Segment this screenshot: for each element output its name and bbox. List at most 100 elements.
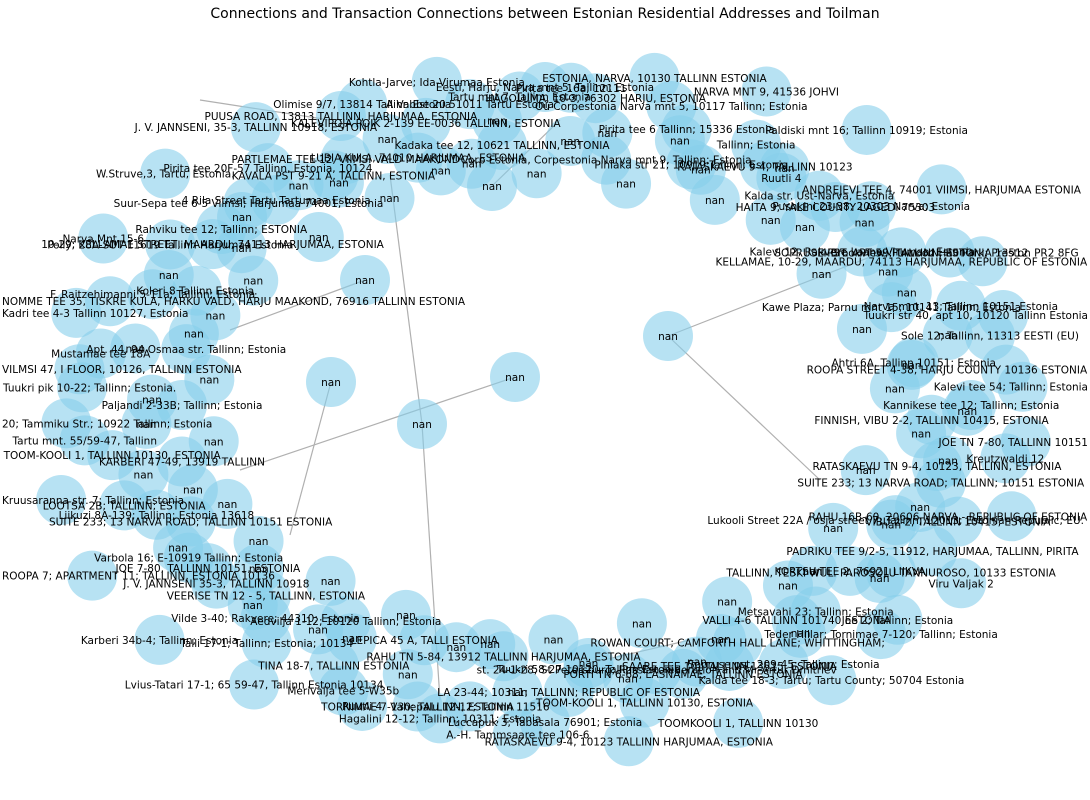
address-node[interactable] [36,475,87,526]
address-node[interactable] [157,380,208,430]
node-label: ANDREJEVI TEE 4, 74001 VIIMSI, HARJUMAA … [802,184,1082,196]
address-node[interactable] [825,545,876,596]
node-label: Ahtri 6A, Tallinn 10151; Estonia [831,357,996,369]
node-label: A Vabbe 20 51011 Tartu Estonia [386,99,554,111]
address-node[interactable] [756,152,807,203]
address-node[interactable] [856,609,907,660]
address-node[interactable] [689,174,740,225]
node-label: LA 23-44; 10311; TALLINN; REPUBLIC OF ES… [437,687,701,699]
address-node[interactable] [713,697,764,748]
address-node[interactable] [445,79,496,130]
address-node[interactable] [140,148,191,199]
address-node[interactable] [619,677,670,728]
address-node[interactable] [796,248,847,299]
address-node[interactable] [242,143,293,194]
hub-node[interactable] [490,352,540,402]
node-label: TORNIMAE 7-130; TALLINN; ESTONIA [320,702,515,714]
address-node[interactable] [320,134,371,185]
address-node[interactable] [666,139,717,190]
address-node[interactable] [704,640,755,691]
node-label: JOE TN 7-80, TALLINN 10151 [938,437,1088,449]
address-node[interactable] [400,97,451,148]
address-node[interactable] [758,639,809,690]
address-node[interactable] [907,526,958,577]
address-node[interactable] [494,71,545,122]
graph-title: Connections and Transaction Connections … [210,6,880,22]
address-node[interactable] [364,173,415,224]
address-node[interactable] [888,337,939,388]
address-node[interactable] [986,491,1037,542]
address-node[interactable] [229,659,280,710]
address-node[interactable] [616,598,667,649]
address-node[interactable] [916,164,967,215]
address-node[interactable] [980,433,1031,484]
address-node[interactable] [134,614,185,665]
address-node[interactable] [75,328,126,379]
address-node[interactable] [305,555,356,606]
address-node[interactable] [157,436,208,487]
address-node[interactable] [810,181,861,232]
address-node[interactable] [308,640,359,691]
address-node[interactable] [603,716,654,767]
address-node[interactable] [702,576,753,627]
address-node[interactable] [846,181,897,232]
address-node[interactable] [866,547,917,598]
address-node[interactable] [771,595,822,646]
address-node[interactable] [163,532,214,583]
address-node[interactable] [392,681,443,732]
address-node[interactable] [171,265,222,316]
node-label: Liikuzi 8A-139; Tallinn; Estonia 13618 [59,510,255,522]
node-label: KORTSU TEE 2, 76921 LIIKVA [775,566,927,578]
address-node[interactable] [806,655,857,706]
node-layer [36,52,1051,767]
address-node[interactable] [230,102,281,153]
address-node[interactable] [85,276,136,327]
address-node[interactable] [837,226,888,277]
address-node[interactable] [320,596,371,647]
address-node[interactable] [293,212,344,263]
address-node[interactable] [841,104,892,155]
address-node[interactable] [906,394,957,445]
address-node[interactable] [957,236,1008,287]
address-node[interactable] [399,615,450,666]
address-node[interactable] [997,361,1048,412]
address-node[interactable] [840,445,891,496]
address-node[interactable] [127,269,178,320]
hub-node[interactable] [397,399,447,449]
hub-node[interactable] [306,357,356,407]
address-node[interactable] [876,227,927,278]
address-node[interactable] [477,120,528,171]
address-node[interactable] [741,66,792,117]
address-node[interactable] [67,550,118,601]
address-node[interactable] [99,480,150,531]
node-label: nan [812,269,832,281]
address-node[interactable] [145,219,196,270]
address-node[interactable] [581,134,632,185]
node-label: W.Struve,3, Tartu, Estonia. [96,169,235,181]
address-node[interactable] [233,515,284,566]
address-node[interactable] [570,73,621,124]
hub-node[interactable] [643,311,693,361]
address-node[interactable] [866,282,917,333]
address-node[interactable] [808,502,859,553]
address-node[interactable] [528,614,579,665]
node-label: nan [480,639,500,651]
node-label: Koleri 8 Tallinn Estonia. [136,286,257,298]
address-node[interactable] [915,457,966,508]
address-node[interactable] [492,709,543,760]
address-node[interactable] [337,79,388,130]
node-label: nan [159,270,179,282]
address-node[interactable] [78,213,129,264]
node-label: KARBERI 47-49, 13919 TALLINN [99,456,265,468]
node-label: Polly; 28A-SUT 11619 Tallinn Harjumaa Es… [47,239,293,251]
hub-node[interactable] [340,255,390,305]
address-node[interactable] [478,631,529,682]
address-node[interactable] [936,558,987,609]
address-node[interactable] [161,324,212,375]
address-node[interactable] [511,148,562,199]
node-label: HAITA 9; YALE COUNTY LAGEDI 75303 [736,202,936,214]
address-node[interactable] [870,495,921,546]
address-node[interactable] [240,570,291,621]
address-node[interactable] [946,380,997,430]
